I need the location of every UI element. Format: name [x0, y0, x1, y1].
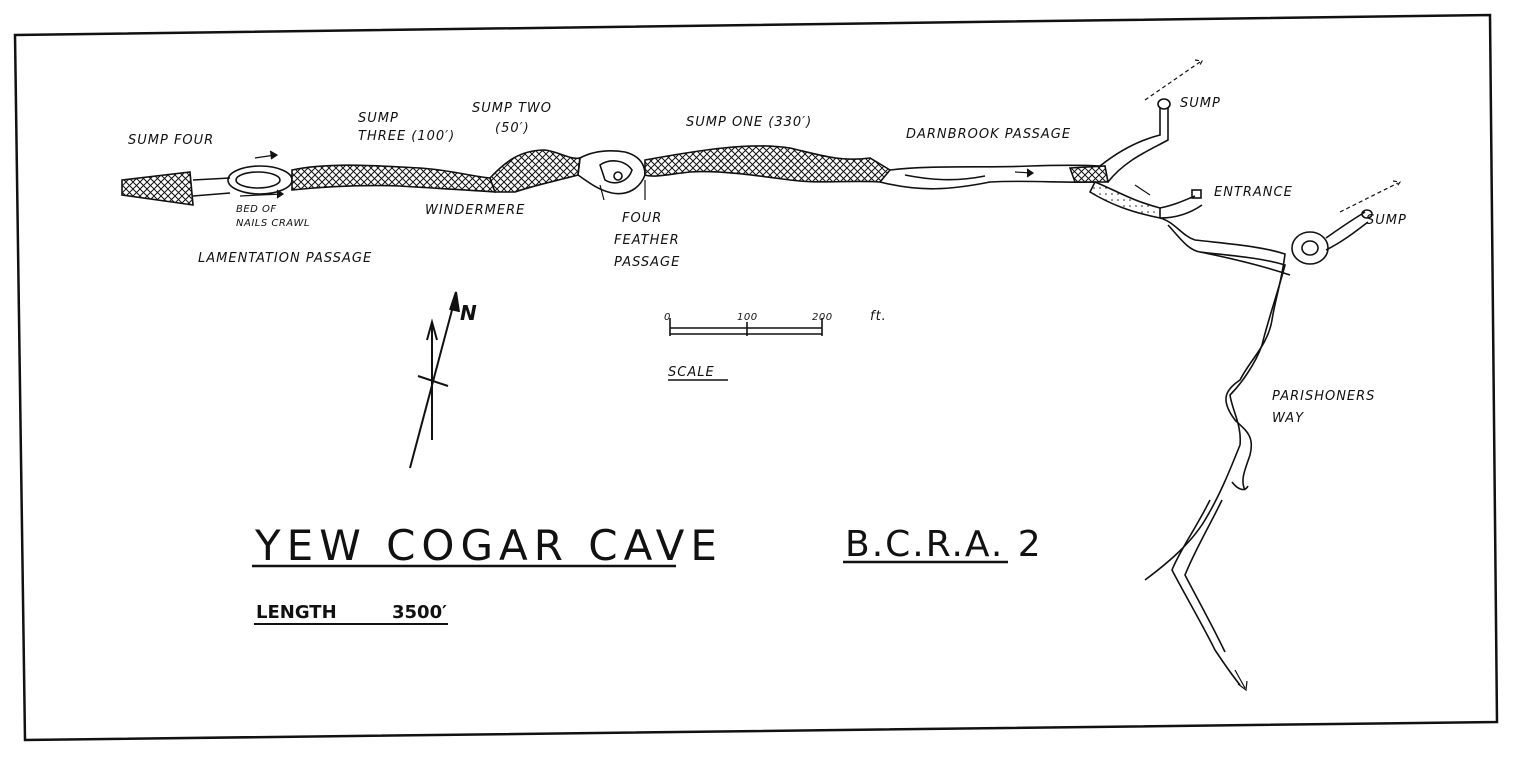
sump-two-section: [489, 149, 581, 193]
lamentation-loop: [227, 165, 293, 195]
map-grade: B.C.R.A. 2: [845, 524, 1043, 565]
label-parishioners-line1: PARISHONERS: [1272, 389, 1375, 404]
scale-tick-200: 200: [812, 312, 833, 323]
label-sump-three-line1: SUMP: [358, 111, 399, 126]
entrance-marker: [1191, 189, 1202, 199]
label-sump-three-line2: THREE (100′): [358, 129, 455, 144]
label-sump-top: SUMP: [1180, 96, 1221, 111]
label-four-feather-line1: FOUR: [622, 211, 662, 226]
darnbrook-dotted: [1088, 180, 1161, 219]
darnbrook-chamber: [1068, 165, 1109, 183]
flow-arrows: [239, 59, 1402, 692]
scale-caption: SCALE: [668, 365, 715, 380]
label-sump-two-line2: (50′): [495, 121, 530, 136]
label-entrance: ENTRANCE: [1214, 185, 1293, 200]
right-loop: [1291, 231, 1329, 265]
scale-tick-100: 100: [737, 312, 758, 323]
sump-four-section: [121, 171, 194, 206]
north-arrow: [409, 291, 460, 469]
label-sump-four: SUMP FOUR: [128, 133, 214, 148]
scale-unit: ft.: [870, 309, 887, 324]
length-value: 3500′: [392, 602, 447, 623]
scale-bar: [669, 318, 823, 336]
label-parishioners-line2: WAY: [1272, 411, 1304, 426]
label-darnbrook-passage: DARNBROOK PASSAGE: [906, 127, 1071, 142]
length-label: LENGTH: [256, 602, 337, 623]
scale-tick-0: 0: [664, 312, 671, 323]
label-four-feather-line3: PASSAGE: [614, 255, 680, 270]
map-title: YEW COGAR CAVE: [254, 521, 723, 570]
four-feather-chamber: [577, 150, 646, 195]
label-bed-of-nails-line2: NAILS CRAWL: [236, 218, 310, 229]
sump-three-section: [291, 164, 497, 193]
label-sump-one: SUMP ONE (330′): [686, 115, 812, 130]
label-sump-right: SUMP: [1366, 213, 1407, 228]
label-four-feather-line2: FEATHER: [614, 233, 680, 248]
label-lamentation-passage: LAMENTATION PASSAGE: [198, 251, 372, 266]
sump-one-section: [644, 145, 892, 183]
label-sump-two-line1: SUMP TWO: [472, 101, 552, 116]
label-bed-of-nails-line1: BED OF: [236, 204, 277, 215]
map-border: [13, 13, 1499, 742]
main-passage: [121, 98, 1373, 686]
label-windermere: WINDERMERE: [425, 203, 525, 218]
north-label: N: [460, 301, 477, 325]
